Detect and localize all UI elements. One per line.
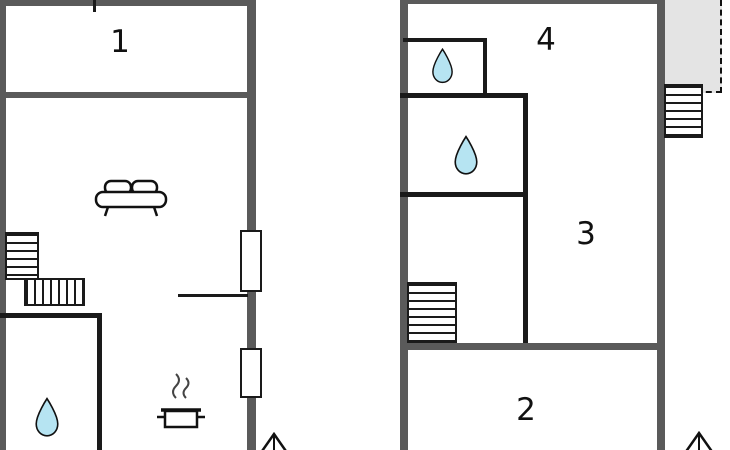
bath-top-wall [403,38,487,42]
partition-wall [400,93,528,98]
bottom-room-right-wall [97,313,102,450]
left-unit-right-wall [247,0,256,450]
room2-top-wall [400,343,665,350]
water-drop-icon [454,135,478,175]
left-unit-left-wall [0,0,6,450]
stairs-icon [24,278,85,306]
sofa-icon [94,179,168,217]
room-label-3: 3 [576,216,596,252]
partition-wall [400,192,528,197]
room1-bottom-wall [0,92,256,98]
room-label-2: 2 [516,392,536,428]
stairs-icon [407,282,457,343]
stove-pot-icon [157,373,205,429]
partition-wall [523,93,528,348]
north-arrow-icon [685,431,713,450]
partial-wall [178,294,248,297]
room-label-4: 4 [536,22,556,58]
bottom-room-top-wall [0,313,102,318]
bath-right-wall [483,38,487,97]
left-unit-top-wall [0,0,256,6]
water-drop-icon [432,48,453,84]
water-drop-icon [35,397,59,437]
window-marker [240,230,262,292]
stairs-icon [5,232,39,280]
room-label-1: 1 [110,24,130,60]
window-marker [240,348,262,398]
annex-area [665,0,722,93]
right-unit-top-wall [400,0,665,4]
right-unit-left-wall [400,0,408,450]
stairs-icon [664,84,703,138]
wall-stub [93,0,96,12]
right-unit-right-wall [657,0,665,450]
north-arrow-icon [261,432,287,450]
